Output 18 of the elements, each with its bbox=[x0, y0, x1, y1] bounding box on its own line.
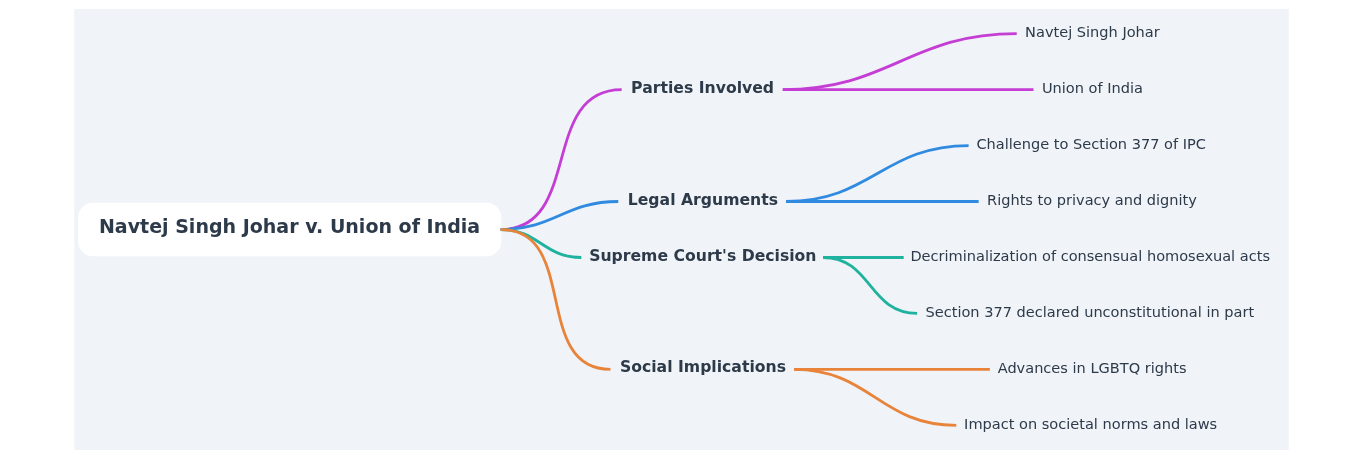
node-text: Section 377 declared unconstitutional in part bbox=[925, 302, 1255, 320]
node-text: Social Implications bbox=[619, 356, 786, 376]
node-text: Union of India bbox=[1041, 78, 1143, 96]
node-text: Supreme Court's Decision bbox=[589, 245, 817, 264]
node-box: Navtej Singh Johar v. Union of India bbox=[78, 202, 502, 256]
node-text: Legal Arguments bbox=[627, 189, 779, 209]
node-text: Advances in LGBTQ rights bbox=[997, 358, 1187, 376]
node-text: Impact on societal norms and laws bbox=[964, 414, 1218, 432]
node-text: Challenge to Section 377 of IPC bbox=[976, 134, 1206, 152]
connector bbox=[782, 87, 1034, 91]
connector bbox=[793, 367, 957, 427]
node-text: Decriminalization of consensual homosexual acts bbox=[910, 246, 1270, 264]
node-text: Parties Involved bbox=[631, 77, 775, 97]
connector bbox=[500, 227, 611, 371]
connector bbox=[822, 255, 918, 315]
node-text: Navtej Singh Johar bbox=[1025, 22, 1160, 40]
connector bbox=[786, 199, 979, 203]
node-text: Rights to privacy and dignity bbox=[987, 190, 1197, 208]
